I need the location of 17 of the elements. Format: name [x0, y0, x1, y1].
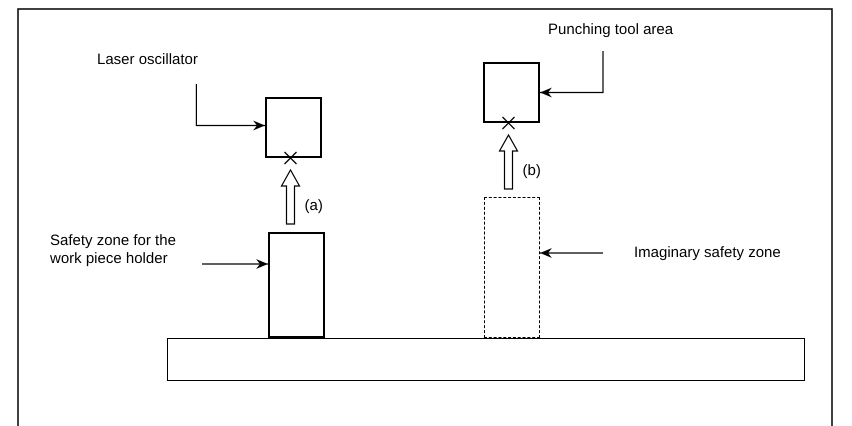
callout-text: Safety zone for the work piece holder — [50, 232, 177, 268]
callout-text: Imaginary safety zone — [634, 244, 782, 262]
callout-text: Laser oscillator — [97, 51, 199, 69]
safety-zone-box — [268, 232, 325, 338]
table-bar — [167, 338, 805, 381]
leader-arrow — [196, 84, 265, 130]
edge-label: (a) — [304, 197, 323, 215]
hollow-arrow — [280, 168, 301, 225]
edge-label: (b) — [522, 162, 541, 180]
leader-arrow — [540, 248, 603, 258]
imaginary-zone-box — [484, 197, 540, 338]
callout-text: Punching tool area — [548, 21, 674, 39]
punching-tool-box — [483, 62, 540, 123]
hollow-arrow — [498, 134, 519, 190]
laser-oscillator-box — [265, 97, 322, 158]
leader-arrow — [540, 51, 604, 98]
leader-arrow — [202, 259, 268, 269]
